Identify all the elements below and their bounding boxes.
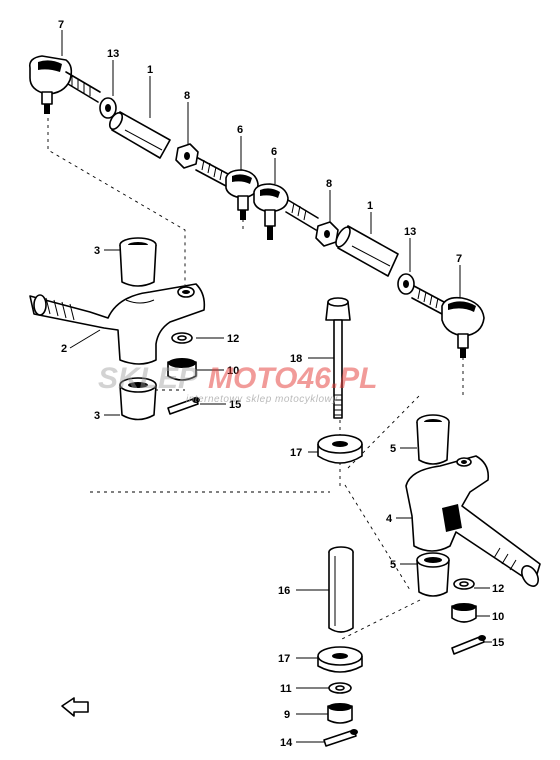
callout-10-left: 10 [227,365,239,377]
callout-13-right: 13 [404,226,416,238]
right-upper-bushing-5 [416,414,450,465]
callout-8-left: 8 [184,90,190,102]
right-washer-12 [453,578,475,590]
left-washer-12 [171,332,193,344]
callout-5-lower: 5 [390,559,396,571]
callout-8-right: 8 [326,178,332,190]
center-tie-rod-end-6b [253,183,319,240]
right-cotter-pin-15 [451,635,486,655]
callout-7-right: 7 [456,253,462,265]
right-lock-nut-13 [397,273,415,295]
center-tie-rod-end-6a [225,169,259,220]
watermark: SKLEP MOTO46.PL internetowy sklep motocy… [98,362,377,405]
callout-13-left: 13 [107,48,119,60]
callout-2: 2 [61,343,67,355]
right-steering-knuckle-4 [405,455,541,587]
lower-washer-11 [328,682,352,694]
callout-9: 9 [284,709,290,721]
left-lock-nut-13 [99,97,117,119]
callout-17-upper: 17 [290,447,302,459]
callout-4: 4 [386,513,393,525]
left-cotter-pin-15 [167,397,200,415]
right-adjuster-sleeve-1 [335,225,399,277]
left-steering-knuckle-2 [29,283,206,365]
king-pin-16 [328,546,354,633]
lower-nut-9 [327,703,353,724]
right-tie-rod-end [411,285,485,358]
callout-7-left: 7 [58,19,64,31]
right-nut-8 [315,221,339,247]
callout-10-right: 10 [492,611,504,623]
left-lower-bushing-3 [119,377,157,421]
leader-lines [61,30,492,743]
left-upper-bushing-3 [119,237,157,287]
callout-labels: 7 13 1 8 6 6 8 1 13 7 3 2 12 10 3 15 18 … [58,19,504,749]
callout-5-upper: 5 [390,443,396,455]
callout-16: 16 [278,585,290,597]
watermark-brand-red: MOTO46.PL [208,362,377,395]
callout-1-left: 1 [147,64,153,76]
front-arrow-icon [61,697,89,717]
callout-18: 18 [290,353,302,365]
callout-3-upper: 3 [94,245,100,257]
callout-17-lower: 17 [278,653,290,665]
left-castle-nut-10 [167,358,197,381]
callout-6-second: 6 [271,146,277,158]
left-tie-rod-end [28,55,101,114]
callout-15-left: 15 [229,399,241,411]
watermark-brand-grey: SKLEP [98,362,199,395]
center-threaded-rod [195,157,229,187]
right-castle-nut-10 [451,603,477,623]
callout-12-right: 12 [492,583,504,595]
left-nut-8 [175,143,199,169]
callout-15-right: 15 [492,637,504,649]
callout-12-left: 12 [227,333,239,345]
callout-1-right: 1 [367,200,373,212]
callout-3-lower: 3 [94,410,100,422]
center-bolt-18 [325,297,351,419]
center-washer-17 [317,434,363,464]
callout-11: 11 [280,683,292,695]
lower-cotter-pin-14 [323,729,358,747]
left-adjuster-sleeve-1 [108,111,171,159]
right-lower-bushing-5 [416,552,450,597]
callout-6-first: 6 [237,124,243,136]
callout-14: 14 [280,737,293,749]
watermark-tagline: internetowy sklep motocyklowy [186,394,338,405]
lower-washer-17 [317,646,363,673]
